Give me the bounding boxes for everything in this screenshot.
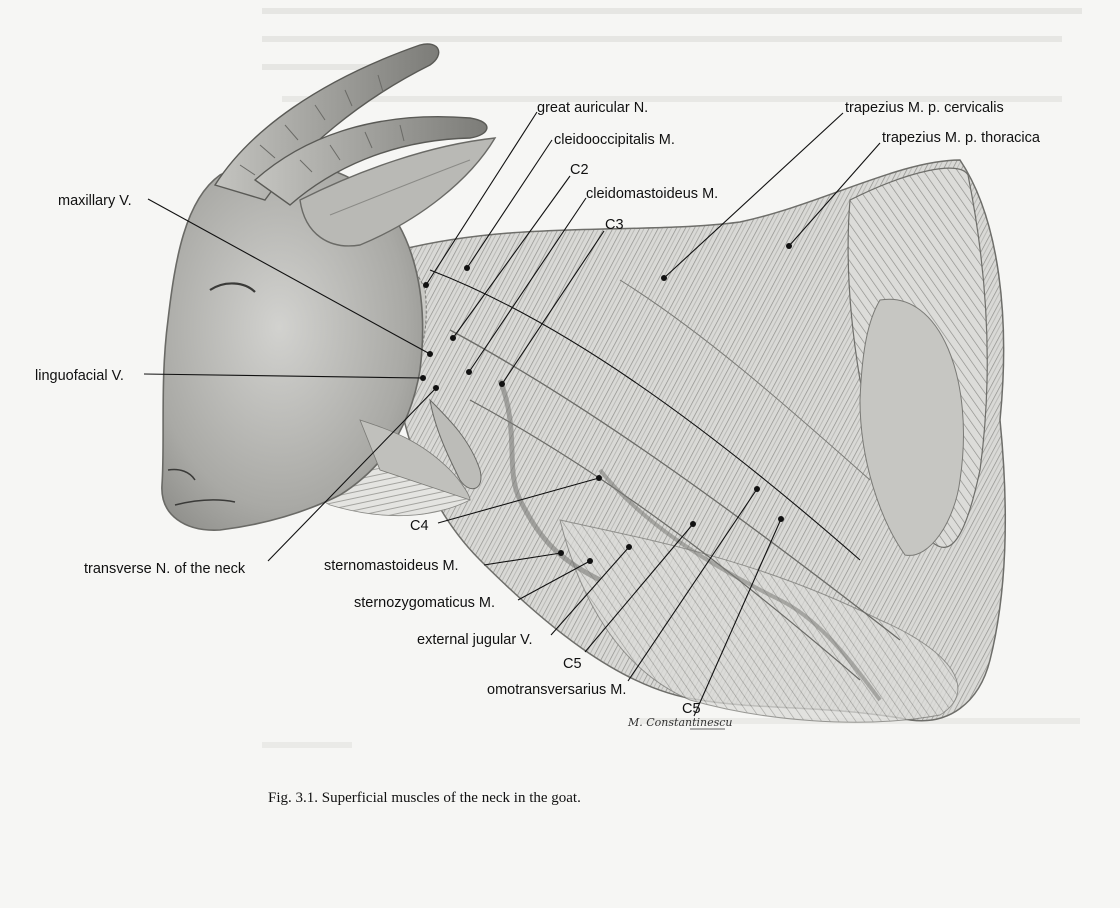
label-cleidooccipitalis: cleidooccipitalis M. — [554, 132, 675, 148]
label-transverse-n: transverse N. of the neck — [84, 561, 246, 577]
label-c5-b: C5 — [682, 701, 701, 717]
label-c5-a: C5 — [563, 656, 582, 672]
neck-muscles — [399, 159, 1006, 723]
label-c4: C4 — [410, 518, 429, 534]
label-trapezius-cervicalis: trapezius M. p. cervicalis — [845, 100, 1004, 116]
figure-number: Fig. 3.1. — [268, 790, 319, 806]
figure-caption: Fig. 3.1. Superficial muscles of the nec… — [268, 790, 581, 807]
label-trapezius-thoracica: trapezius M. p. thoracica — [882, 130, 1041, 146]
label-cleidomastoideus: cleidomastoideus M. — [586, 186, 718, 202]
label-great-auricular: great auricular N. — [537, 100, 648, 116]
leader-lines — [143, 111, 881, 717]
label-external-jugular: external jugular V. — [417, 632, 533, 648]
label-maxillary: maxillary V. — [58, 193, 132, 209]
label-sternozygomaticus: sternozygomaticus M. — [354, 595, 495, 611]
label-linguofacial: linguofacial V. — [35, 368, 124, 384]
goat-head — [161, 43, 497, 531]
labels: great auricular N. cleidooccipitalis M. … — [35, 100, 1041, 717]
label-c3: C3 — [605, 217, 624, 233]
figure-caption-text: Superficial muscles of the neck in the g… — [321, 790, 581, 806]
label-omotransversarius: omotransversarius M. — [487, 682, 626, 698]
artist-signature: M. Constantinescu — [627, 716, 733, 729]
label-c2: C2 — [570, 162, 589, 178]
label-sternomastoideus: sternomastoideus M. — [324, 558, 459, 574]
